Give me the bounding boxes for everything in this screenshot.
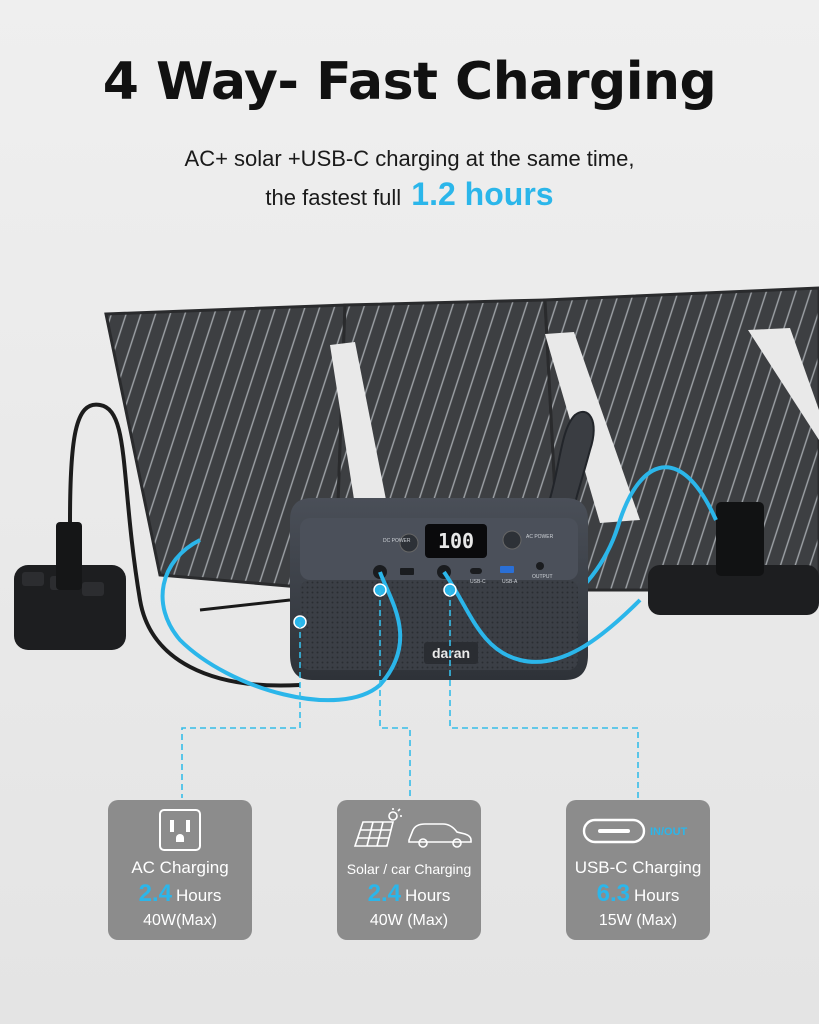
hours-unit: Hours <box>634 886 680 905</box>
card-title: Solar / car Charging <box>346 861 472 877</box>
page-title: 4 Way- Fast Charging <box>102 52 717 112</box>
subtitle-line-2: the fastest full 1.2 hours <box>0 176 819 213</box>
power-strip-left <box>14 522 126 650</box>
card-power: 15W (Max) <box>598 912 678 929</box>
ac-cable <box>68 402 301 688</box>
ac-power-label: AC POWER <box>526 534 554 540</box>
hours-unit: Hours <box>176 886 222 905</box>
hours-unit: Hours <box>405 886 451 905</box>
subtitle-highlight: 1.2 hours <box>411 176 554 212</box>
dc-power-button <box>399 533 419 553</box>
solar-panel-gap-3 <box>748 328 819 440</box>
card-title: AC Charging <box>131 858 229 877</box>
usb-c-input-cable <box>442 570 642 664</box>
usb-a-port-2 <box>500 566 514 573</box>
ac-plug <box>56 522 82 590</box>
hours-value: 6.3 <box>596 880 630 907</box>
connector-ac <box>181 622 301 798</box>
hours-value: 2.4 <box>367 880 401 907</box>
card-title: USB-C Charging <box>574 858 702 877</box>
usb-c-port-2 <box>470 568 482 574</box>
card-power: 40W(Max) <box>143 912 217 929</box>
output-port <box>536 562 544 570</box>
dashed-connectors <box>181 590 639 798</box>
speaker-mesh <box>300 580 578 670</box>
lcd-display <box>425 524 487 558</box>
in-out-badge: IN/OUT <box>650 826 688 838</box>
solar-car-icon <box>353 808 472 848</box>
hours-value: 2.4 <box>138 880 172 907</box>
output-port-label: OUTPUT <box>532 574 553 580</box>
usb-a-port-1 <box>400 568 414 575</box>
dc-power-label: DC POWER <box>383 538 411 544</box>
usb-a-port-label: USB-A <box>502 579 518 585</box>
usb-c-port-label: USB-C <box>470 579 486 585</box>
ac-input-cable <box>199 598 291 612</box>
ac-power-button <box>502 530 522 550</box>
power-strip-right <box>648 502 819 615</box>
subtitle-prefix: the fastest full <box>265 185 402 210</box>
connector-solar <box>379 590 411 798</box>
usb-c-wall-adapter <box>716 502 764 576</box>
solar-cable <box>160 538 403 703</box>
usb-c-port-icon <box>582 818 646 844</box>
subtitle-line-1: AC+ solar +USB-C charging at the same ti… <box>184 146 635 171</box>
connector-usb-c <box>449 590 639 798</box>
solar-panel-gap-1 <box>330 342 390 525</box>
lcd-value: 100 <box>438 529 474 553</box>
card-power: 40W (Max) <box>369 912 449 929</box>
ac-outlet-icon <box>159 809 201 851</box>
power-station: 100 DC POWER AC POWER USB-C USB-A OUTPUT… <box>290 498 588 680</box>
brand-logo: daran <box>432 645 470 661</box>
carry-strap <box>547 410 595 506</box>
